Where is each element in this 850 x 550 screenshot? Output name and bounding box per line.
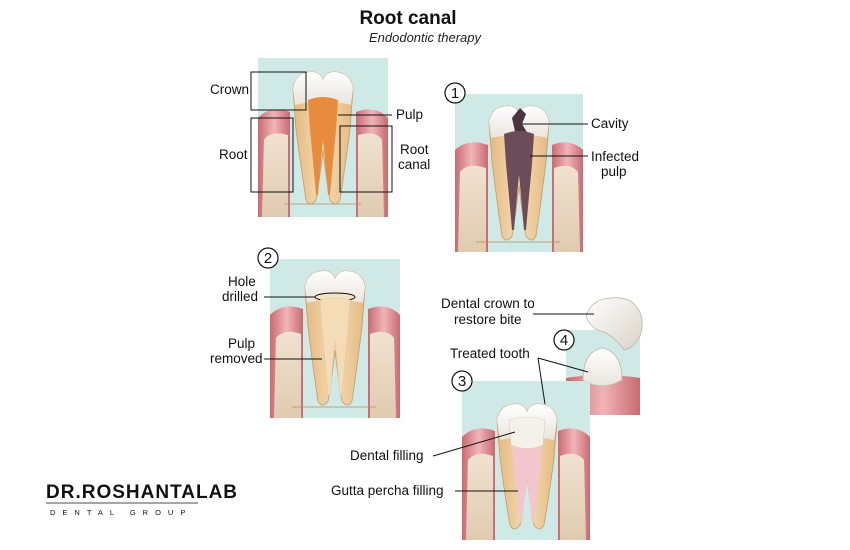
infected-pulp: [504, 131, 534, 230]
step-4-badge: [553, 329, 575, 351]
crown-bracket: [250, 71, 307, 111]
gutta-percha-filling: [512, 446, 542, 522]
crown-label-line2: restore bite: [454, 312, 522, 327]
step-4-number: 4: [560, 332, 568, 349]
infected-pulp-label-line1: Infected: [591, 149, 639, 164]
step-2-badge: [257, 247, 279, 269]
root-label: Root: [219, 147, 248, 162]
step-3-badge: [451, 370, 473, 392]
diagram-title: Root canal: [359, 8, 456, 29]
pulp-removed-chamber: [319, 297, 351, 396]
anatomy-panel: Crown Root Pulp Root canal: [210, 58, 430, 217]
treated-tooth-leader-a: [537, 357, 546, 405]
dental-filling-label: Dental filling: [350, 448, 424, 463]
dental-filling: [508, 416, 546, 449]
step-2-number: 2: [264, 250, 272, 267]
cavity-mark: [512, 108, 528, 136]
step-3-number: 3: [458, 373, 466, 390]
brand-logo: DR.ROSHANTALAB DENTAL GROUP: [46, 482, 238, 517]
root-canal-label-line1: Root: [400, 142, 429, 157]
hole-drilled-label-line2: drilled: [222, 289, 258, 304]
pulp-label: Pulp: [396, 107, 423, 122]
bone-right: [358, 133, 384, 217]
crown-label-line1: Dental crown to: [441, 296, 535, 311]
treated-tooth-label: Treated tooth: [450, 346, 530, 361]
brand-tagline: DENTAL GROUP: [50, 508, 192, 517]
cavity-label: Cavity: [591, 116, 629, 131]
bone-left: [262, 133, 288, 217]
pulp-removed-label-line2: removed: [210, 351, 263, 366]
gutta-percha-label: Gutta percha filling: [331, 483, 444, 498]
treated-tooth-leader-b: [537, 357, 589, 373]
infected-pulp-label-line2: pulp: [601, 164, 627, 179]
prepared-tooth: [582, 347, 623, 387]
pulp-removed-label-line1: Pulp: [228, 336, 255, 351]
step-1-badge: [444, 82, 466, 104]
root-bracket: [250, 117, 294, 193]
step-1-panel: 1 Cavity Infected pulp: [444, 82, 639, 252]
root-canal-label-line2: canal: [398, 157, 430, 172]
root-canal-bracket: [339, 125, 393, 193]
diagram-subtitle: Endodontic therapy: [369, 30, 483, 45]
enamel-anatomy: [293, 72, 353, 105]
crown-label: Crown: [210, 82, 249, 97]
brand-name: DR.ROSHANTALAB: [46, 482, 238, 503]
dental-crown: [585, 297, 643, 351]
step-3-panel: 3 Treated tooth Dental filling Gutta per…: [331, 346, 590, 540]
step-1-number: 1: [451, 85, 459, 102]
dental-filling-leader: [432, 431, 516, 457]
step-2-panel: 2 Hole drilled Pulp removed: [210, 247, 400, 418]
hole-drilled-label-line1: Hole: [228, 274, 256, 289]
pulp-anatomy: [308, 97, 338, 195]
